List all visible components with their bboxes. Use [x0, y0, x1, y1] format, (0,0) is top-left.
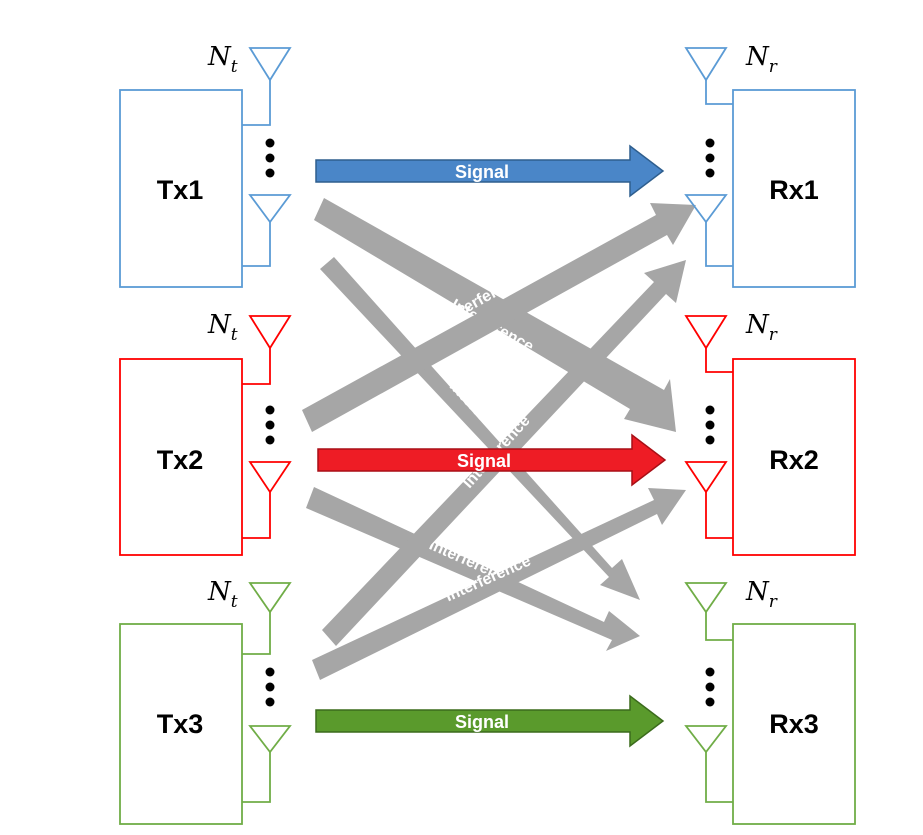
rx3-label: Rx3 [769, 709, 819, 739]
rx1-wire-bottom [705, 222, 733, 267]
antenna-icon [684, 194, 728, 224]
antenna-icon [248, 582, 292, 614]
tx2-wire-top [242, 348, 271, 385]
rx2-antenna-count: Nr [745, 310, 778, 345]
rx3-wire-bottom [705, 752, 733, 803]
rx2-wire-top [705, 348, 733, 373]
tx3-wire-top [242, 612, 271, 655]
tx3-dots [265, 667, 275, 707]
antenna-icon [684, 461, 728, 494]
signal-label: Signal [455, 712, 509, 732]
signal-arrow-3: Signal [315, 694, 665, 748]
tx1-label: Tx1 [157, 175, 204, 205]
rx3-antenna-count: Nr [745, 577, 778, 612]
antenna-icon [248, 194, 292, 224]
rx1-label: Rx1 [769, 175, 819, 205]
rx3-box [732, 623, 856, 825]
antenna-icon [248, 461, 292, 494]
antenna-icon [684, 315, 728, 350]
rx1-box [732, 89, 856, 288]
rx1-unit [684, 47, 856, 288]
antenna-icon [248, 47, 292, 82]
interference-arrow-tx2-rx3: Interference [306, 487, 640, 651]
rx2-wire-bottom [705, 492, 733, 539]
tx3-wire-bottom [242, 752, 271, 803]
tx3-antenna-count: Nt [207, 577, 238, 612]
antenna-icon [684, 725, 728, 754]
rx1-wire-top [705, 80, 733, 105]
rx3-wire-top [705, 612, 733, 641]
tx1-wire-top [242, 80, 271, 126]
signal-label: Signal [457, 451, 511, 471]
rx2-dots [705, 405, 715, 445]
antenna-icon [248, 725, 292, 754]
rx3-dots [705, 667, 715, 707]
rx2-unit [684, 315, 856, 556]
tx2-dots [265, 405, 275, 445]
tx2-label: Tx2 [157, 445, 204, 475]
rx1-dots [705, 138, 715, 178]
tx1-antenna-count: Nt [207, 42, 238, 77]
antenna-icon [248, 315, 292, 350]
rx2-box [732, 358, 856, 556]
tx1-dots [265, 138, 275, 178]
tx2-antenna-count: Nt [207, 310, 238, 345]
tx1-box [119, 89, 243, 288]
signal-arrow-1: Signal [315, 144, 665, 198]
tx1-unit [119, 47, 292, 288]
rx2-label: Rx2 [769, 445, 819, 475]
tx3-label: Tx3 [157, 709, 204, 739]
rx3-unit [684, 582, 856, 825]
rx1-antenna-count: Nr [745, 42, 778, 77]
antenna-icon [684, 47, 728, 82]
tx2-wire-bottom [242, 492, 271, 539]
antenna-icon [684, 582, 728, 614]
tx1-wire-bottom [242, 222, 271, 267]
tx3-unit [119, 582, 292, 825]
signal-arrow-2: Signal [317, 433, 667, 487]
signal-label: Signal [455, 162, 509, 182]
tx3-box [119, 623, 243, 825]
tx2-unit [119, 315, 292, 556]
tx2-box [119, 358, 243, 556]
